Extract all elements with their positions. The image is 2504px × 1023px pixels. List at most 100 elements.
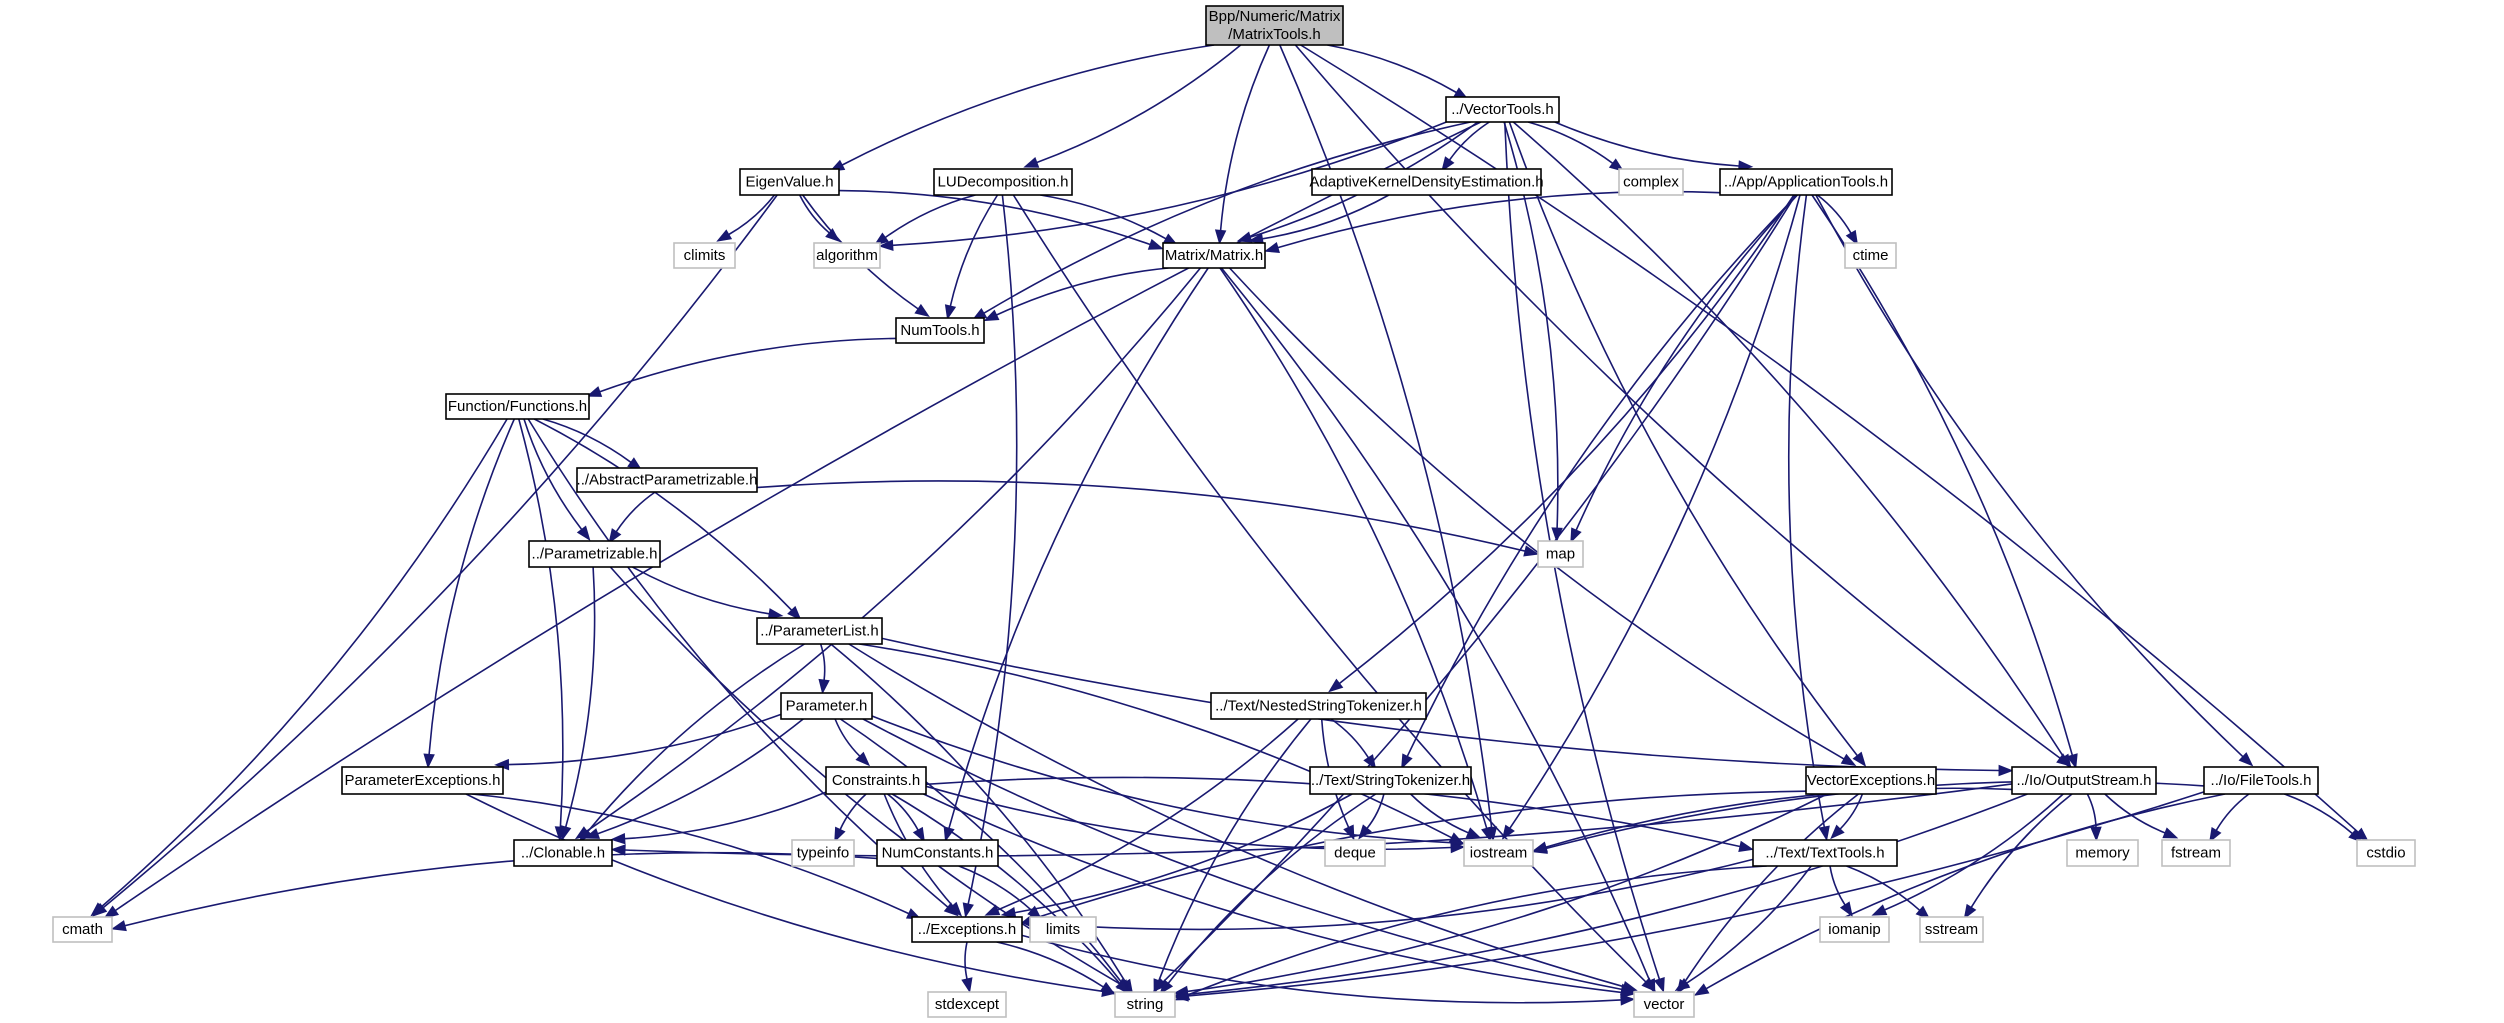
arrowhead-icon: [1328, 678, 1344, 693]
edge-functions-to-paramexc: [428, 418, 516, 755]
node-ctime: ctime: [1844, 242, 1897, 269]
node-functions[interactable]: Function/Functions.h: [445, 393, 590, 420]
edge-vectortools-to-outputstream: [1512, 121, 2065, 758]
node-constraints[interactable]: Constraints.h: [825, 766, 927, 795]
node-box: [673, 242, 736, 269]
node-box: [1819, 916, 1890, 943]
node-box: [1114, 991, 1176, 1018]
node-texttools[interactable]: ../Text/TextTools.h: [1752, 839, 1898, 867]
node-stringtok[interactable]: ../Text/StringTokenizer.h: [1309, 766, 1472, 795]
node-abstractparam[interactable]: ../AbstractParametrizable.h: [576, 467, 758, 493]
node-parametrizable[interactable]: ../Parametrizable.h: [528, 540, 661, 568]
edge-akde-to-matrix: [1262, 194, 1390, 240]
arrowhead-icon: [1523, 545, 1540, 557]
arrowhead-icon: [818, 678, 830, 695]
node-label: ../Clonable.h: [521, 845, 605, 862]
node-apptools[interactable]: ../App/ApplicationTools.h: [1719, 168, 1893, 196]
node-box: [52, 916, 113, 943]
edge-nestedtok-to-exceptions: [997, 718, 1299, 911]
node-root[interactable]: Bpp/Numeric/Matrix/MatrixTools.h: [1205, 5, 1344, 46]
node-nestedtok[interactable]: ../Text/NestedStringTokenizer.h: [1210, 692, 1427, 720]
node-box: [2011, 766, 2157, 795]
nodes-layer: Bpp/Numeric/Matrix/MatrixTools.h ../Vecto…: [52, 5, 2416, 1018]
edge-exceptions-to-string: [996, 941, 1104, 988]
node-stdexcept: stdexcept: [927, 991, 1007, 1018]
edge-stringtok-to-iostream: [1410, 793, 1469, 834]
edge-functions-to-abstractparam: [542, 418, 632, 463]
arrowhead-icon: [1481, 826, 1493, 843]
edge-exceptions-to-vector: [1021, 934, 1622, 1004]
arrowhead-icon: [914, 303, 930, 318]
node-label: ../App/ApplicationTools.h: [1724, 174, 1888, 191]
edge-constraints-to-typeinfo: [839, 793, 867, 830]
node-numtools[interactable]: NumTools.h: [895, 317, 985, 344]
node-label: LUDecomposition.h: [938, 174, 1069, 191]
edge-filetools-to-vector: [1705, 793, 2226, 990]
node-box: [927, 991, 1007, 1018]
node-box: [341, 766, 504, 795]
node-filetools[interactable]: ../Io/FileTools.h: [2203, 766, 2319, 795]
node-outputstream[interactable]: ../Io/OutputStream.h: [2011, 766, 2157, 795]
edge-eigenvalue-to-algorithm: [798, 194, 830, 234]
arrowhead-icon: [1693, 983, 1710, 996]
arrowhead-icon: [943, 826, 955, 843]
node-ludecomp[interactable]: LUDecomposition.h: [933, 168, 1073, 196]
edge-outputstream-to-iostream: [1545, 787, 2013, 848]
edge-apptools-to-nestedtok: [1338, 194, 1795, 685]
edge-paramlist-to-parameter: [819, 643, 826, 681]
node-box: [1162, 242, 1266, 269]
arrowhead-icon: [1214, 229, 1227, 245]
node-paramlist[interactable]: ../ParameterList.h: [756, 617, 883, 645]
arrowhead-icon: [1501, 824, 1515, 841]
node-vectortools[interactable]: ../VectorTools.h: [1445, 96, 1560, 123]
arrowhead-icon: [873, 232, 890, 246]
node-parameter[interactable]: Parameter.h: [780, 692, 873, 720]
edge-eigenvalue-to-climits: [728, 194, 776, 236]
arrowhead-icon: [1099, 981, 1116, 995]
edge-stringtok-to-string: [1167, 793, 1377, 984]
node-box: [1463, 839, 1534, 867]
node-label: limits: [1046, 921, 1080, 938]
node-box: [1445, 96, 1560, 123]
node-matrix[interactable]: Matrix/Matrix.h: [1162, 242, 1266, 269]
edge-vectorexc-to-exceptions: [1034, 790, 1807, 920]
edge-apptools-to-texttools: [1787, 194, 1826, 828]
node-limits: limits: [1029, 916, 1097, 943]
edge-root-to-outputstream: [1294, 44, 2061, 759]
edge-paramexc-to-string: [465, 793, 1103, 993]
node-label: iomanip: [1828, 921, 1881, 938]
node-paramexc[interactable]: ParameterExceptions.h: [341, 766, 504, 795]
edge-root-to-vectortools: [1327, 44, 1457, 94]
node-vectorexc[interactable]: VectorExceptions.h: [1805, 766, 1937, 795]
node-label: complex: [1623, 174, 1679, 191]
node-eigenvalue[interactable]: EigenValue.h: [739, 168, 840, 196]
node-label: Constraints.h: [832, 772, 920, 789]
node-box: [528, 540, 661, 568]
edge-vectortools-to-numtools: [983, 121, 1471, 314]
node-iostream: iostream: [1463, 839, 1534, 867]
node-clonable[interactable]: ../Clonable.h: [513, 839, 613, 867]
node-numconstants[interactable]: NumConstants.h: [876, 839, 999, 867]
edge-ludecomp-to-algorithm: [884, 194, 976, 239]
edge-filetools-to-cstdio: [2284, 793, 2353, 835]
node-box: [1309, 766, 1472, 795]
node-akde[interactable]: AdaptiveKernelDensityEstimation.h: [1309, 168, 1544, 196]
arrowhead-icon: [787, 605, 802, 621]
edge-matrix-to-numconstants: [948, 267, 1209, 829]
edge-eigenvalue-to-cmath: [102, 194, 778, 909]
node-exceptions[interactable]: ../Exceptions.h: [911, 916, 1023, 943]
node-label: cmath: [62, 921, 103, 938]
edge-matrix-to-vectorexc: [1229, 267, 1845, 760]
arrowhead-icon: [947, 901, 963, 917]
edge-vectortools-to-algorithm: [892, 121, 1447, 247]
arrowhead-icon: [2353, 827, 2369, 842]
node-label: typeinfo: [797, 845, 850, 862]
arrowhead-icon: [1570, 527, 1582, 544]
node-label: sstream: [1925, 921, 1978, 938]
edge-apptools-to-map: [1575, 194, 1798, 531]
arrowhead-icon: [103, 905, 120, 919]
node-cmath: cmath: [52, 916, 113, 943]
node-iomanip: iomanip: [1819, 916, 1890, 943]
node-label: string: [1127, 996, 1164, 1013]
edge-functions-to-cmath: [100, 418, 508, 908]
